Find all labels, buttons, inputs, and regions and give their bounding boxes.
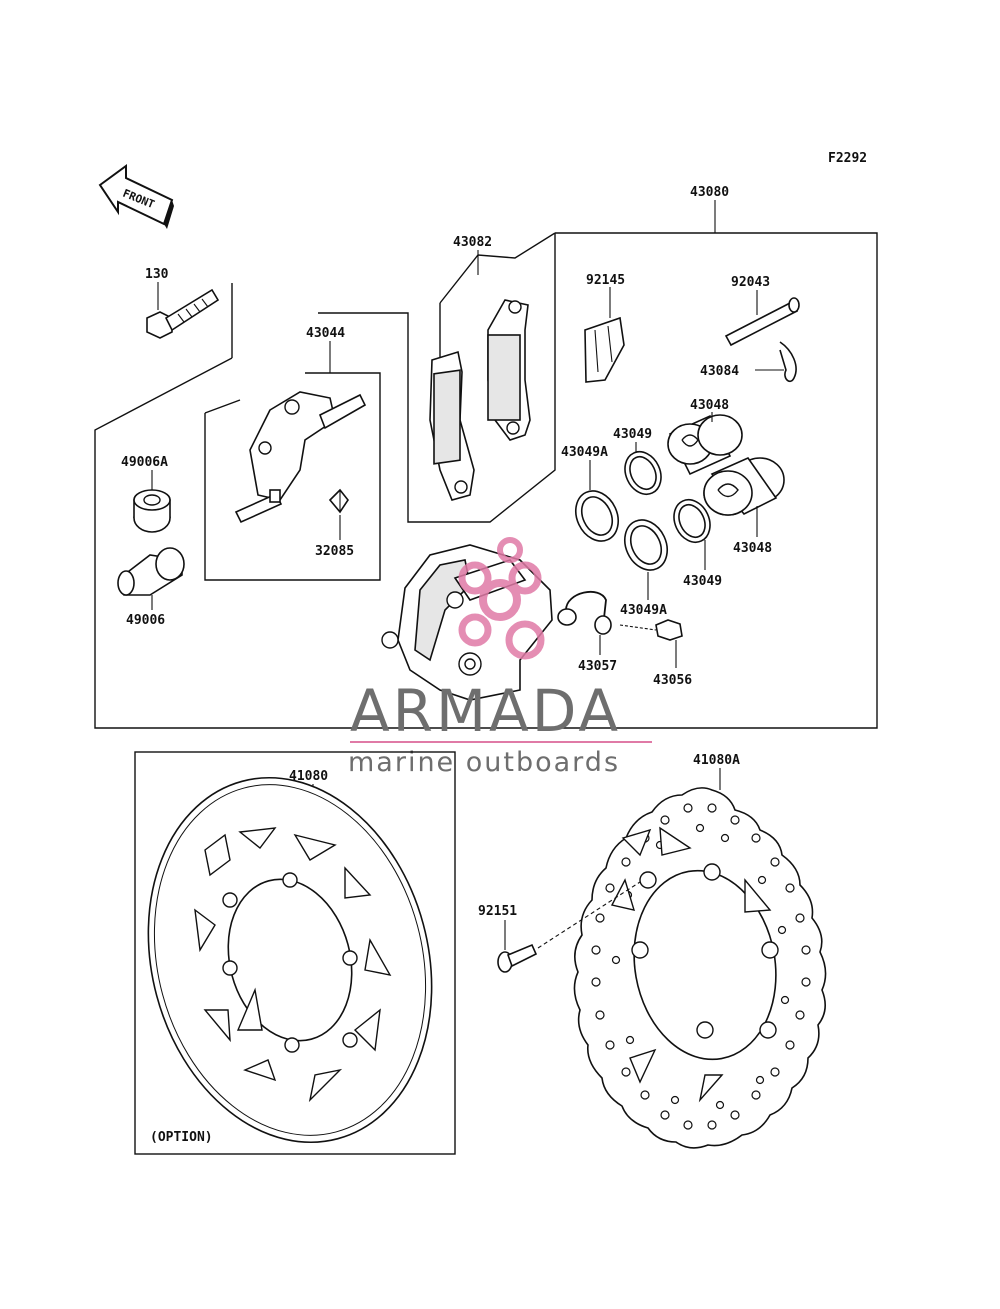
- part-label-43044: 43044: [306, 326, 345, 341]
- part-label-49006: 49006: [126, 613, 165, 628]
- bolt-130: [146, 288, 220, 339]
- brake-pad-inner: [429, 350, 475, 501]
- part-label-92043: 92043: [731, 275, 770, 290]
- part-label-41080A: 41080A: [693, 753, 740, 768]
- clip-32085: [328, 488, 349, 514]
- caliper-assembly-box: [94, 232, 878, 729]
- part-label-43056: 43056: [653, 673, 692, 688]
- part-label-92151: 92151: [478, 904, 517, 919]
- seal-43049-lower: [673, 499, 711, 543]
- pad-pin-92043: [724, 297, 800, 347]
- pad-spring-92145: [584, 316, 625, 383]
- part-label-32085: 32085: [315, 544, 354, 559]
- bracket-subassembly-box: [204, 372, 381, 581]
- part-label-43082: 43082: [453, 235, 492, 250]
- option-label: (OPTION): [150, 1130, 213, 1145]
- seal-43049A-upper: [575, 490, 619, 542]
- bleed-hose-43057: [557, 591, 612, 635]
- brake-pad-outer: [487, 299, 531, 441]
- part-label-43057: 43057: [578, 659, 617, 674]
- seal-43049-upper: [624, 451, 662, 495]
- caliper-bracket: [234, 391, 367, 524]
- pin-clip-43084: [779, 341, 797, 383]
- watermark-title: ARMADA: [350, 677, 621, 745]
- disc-bolt-92151: [497, 881, 641, 973]
- part-label-92145: 92145: [586, 273, 625, 288]
- part-label-43049-lower: 43049: [683, 574, 722, 589]
- brake-disc-41080A: [573, 787, 827, 1149]
- piston-43048-upper: [667, 414, 743, 476]
- part-label-43048-upper: 43048: [690, 398, 729, 413]
- part-label-41080: 41080: [289, 769, 328, 784]
- part-label-130: 130: [145, 267, 169, 282]
- part-label-43049A-lower: 43049A: [620, 603, 667, 618]
- front-direction-arrow: FRONT: [98, 164, 174, 229]
- figure-code: F2292: [828, 151, 867, 166]
- part-label-49006A: 49006A: [121, 455, 168, 470]
- brake-disc-41080: [147, 776, 433, 1144]
- bleeder-valve-43056: [619, 619, 683, 641]
- part-label-43080: 43080: [690, 185, 729, 200]
- slide-pin-49006: [117, 547, 185, 596]
- piston-43048-lower: [703, 457, 785, 516]
- part-label-43049-upper: 43049: [613, 427, 652, 442]
- seal-43049A-lower: [624, 519, 668, 571]
- part-label-43048-lower: 43048: [733, 541, 772, 556]
- watermark-logo: ARMADA marine outboards: [348, 537, 652, 778]
- boot-49006A: [133, 489, 171, 533]
- part-label-43049A-upper: 43049A: [561, 445, 608, 460]
- option-disc-box: [134, 751, 456, 1155]
- part-label-43084: 43084: [700, 364, 739, 379]
